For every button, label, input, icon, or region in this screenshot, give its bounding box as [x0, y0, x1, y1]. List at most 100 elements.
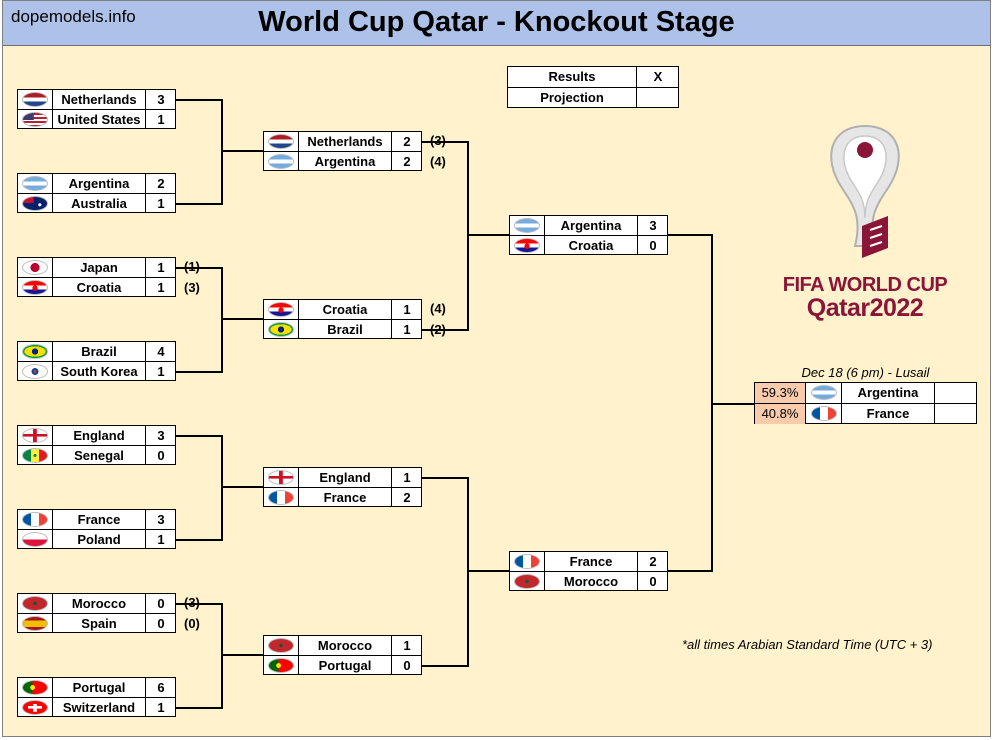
team-name: United States — [52, 110, 145, 129]
team-name: England — [298, 468, 391, 487]
team-name: Croatia — [544, 236, 637, 255]
team-score[interactable]: 2 — [637, 552, 668, 571]
team-score[interactable]: 1 — [145, 278, 176, 297]
team-score[interactable]: 1 — [145, 362, 176, 381]
team-score[interactable]: 1 — [145, 194, 176, 213]
final-match: 59.3% Argentina 40.8% France — [754, 382, 977, 424]
team-name: Poland — [52, 530, 145, 549]
team-score[interactable]: 3 — [145, 510, 176, 529]
team-score[interactable]: 1 — [145, 110, 176, 129]
team-score[interactable]: 3 — [145, 426, 176, 445]
site-label[interactable]: dopemodels.info — [11, 7, 136, 26]
bracket-connector-line — [422, 141, 467, 143]
team-score[interactable]: 0 — [391, 656, 422, 675]
trophy-emblem-icon — [830, 124, 900, 258]
argentina-flag-icon — [514, 218, 540, 233]
argentina-flag-icon — [22, 176, 48, 191]
team-name: Portugal — [298, 656, 391, 675]
team-score[interactable]: 1 — [145, 530, 176, 549]
bracket-connector-line — [711, 403, 754, 405]
bracket-connector-line — [176, 203, 221, 205]
team-score[interactable]: 0 — [637, 572, 668, 591]
time-zone-footnote: *all times Arabian Standard Time (UTC + … — [682, 637, 933, 652]
team-name: Japan — [52, 258, 145, 277]
team-score[interactable] — [934, 383, 977, 403]
spain-flag-icon — [22, 616, 48, 631]
team-name: Netherlands — [52, 90, 145, 109]
japan-flag-icon — [22, 260, 48, 275]
france-flag-icon — [811, 406, 837, 421]
legend-projection-value[interactable] — [636, 88, 679, 108]
croatia-flag-icon — [514, 238, 540, 253]
team-score[interactable]: 1 — [391, 300, 422, 319]
team-score[interactable]: 6 — [145, 678, 176, 697]
team-score[interactable]: 1 — [391, 636, 422, 655]
team-score[interactable] — [934, 404, 977, 424]
brazil-flag-icon — [268, 322, 294, 337]
switzerland-flag-icon — [22, 700, 48, 715]
bracket-connector-line — [221, 318, 263, 320]
team-score[interactable]: 2 — [391, 132, 422, 151]
france-flag-icon — [514, 554, 540, 569]
team-name: Argentina — [298, 152, 391, 171]
team-score[interactable]: 1 — [145, 258, 176, 277]
bracket-connector-line — [221, 603, 223, 709]
team-score[interactable]: 4 — [145, 342, 176, 361]
morocco-flag-icon — [514, 574, 540, 589]
team-score[interactable]: 3 — [637, 216, 668, 235]
team-score[interactable]: 0 — [145, 614, 176, 633]
penalty-score: (0) — [184, 616, 200, 631]
final-match-info: Dec 18 (6 pm) - Lusail — [801, 365, 930, 380]
team-score[interactable]: 2 — [391, 488, 422, 507]
team-score[interactable]: 0 — [145, 446, 176, 465]
team-name: Morocco — [298, 636, 391, 655]
team-name: Morocco — [544, 572, 637, 591]
portugal-flag-icon — [268, 658, 294, 673]
final-team-row: 40.8% France — [755, 404, 976, 424]
team-score[interactable]: 0 — [637, 236, 668, 255]
croatia-flag-icon — [22, 280, 48, 295]
team-score[interactable]: 1 — [145, 698, 176, 717]
bracket-connector-line — [221, 267, 223, 373]
team-score[interactable]: 2 — [145, 174, 176, 193]
team-score[interactable]: 1 — [391, 320, 422, 339]
team-score[interactable]: 2 — [391, 152, 422, 171]
morocco-flag-icon — [22, 596, 48, 611]
bracket-connector-line — [221, 99, 223, 205]
legend-table: Results X Projection — [507, 66, 679, 108]
team-name: Brazil — [52, 342, 145, 361]
legend-results-label: Results — [548, 69, 596, 84]
bracket-connector-line — [422, 477, 467, 479]
france-flag-icon — [268, 490, 294, 505]
legend-results-value[interactable]: X — [636, 67, 679, 87]
bracket-connector-line — [176, 267, 221, 269]
penalty-score: (4) — [430, 154, 446, 169]
page-title: World Cup Qatar - Knockout Stage — [258, 6, 735, 38]
team-score[interactable]: 3 — [145, 90, 176, 109]
team-name: Morocco — [52, 594, 145, 613]
team-score[interactable]: 0 — [145, 594, 176, 613]
logo-text-line1: FIFA WORLD CUP — [782, 274, 948, 296]
legend-projection-label: Projection — [540, 90, 604, 105]
south-korea-flag-icon — [22, 364, 48, 379]
bracket-connector-line — [176, 99, 221, 101]
argentina-flag-icon — [268, 154, 294, 169]
team-name: England — [52, 426, 145, 445]
team-score[interactable]: 1 — [391, 468, 422, 487]
